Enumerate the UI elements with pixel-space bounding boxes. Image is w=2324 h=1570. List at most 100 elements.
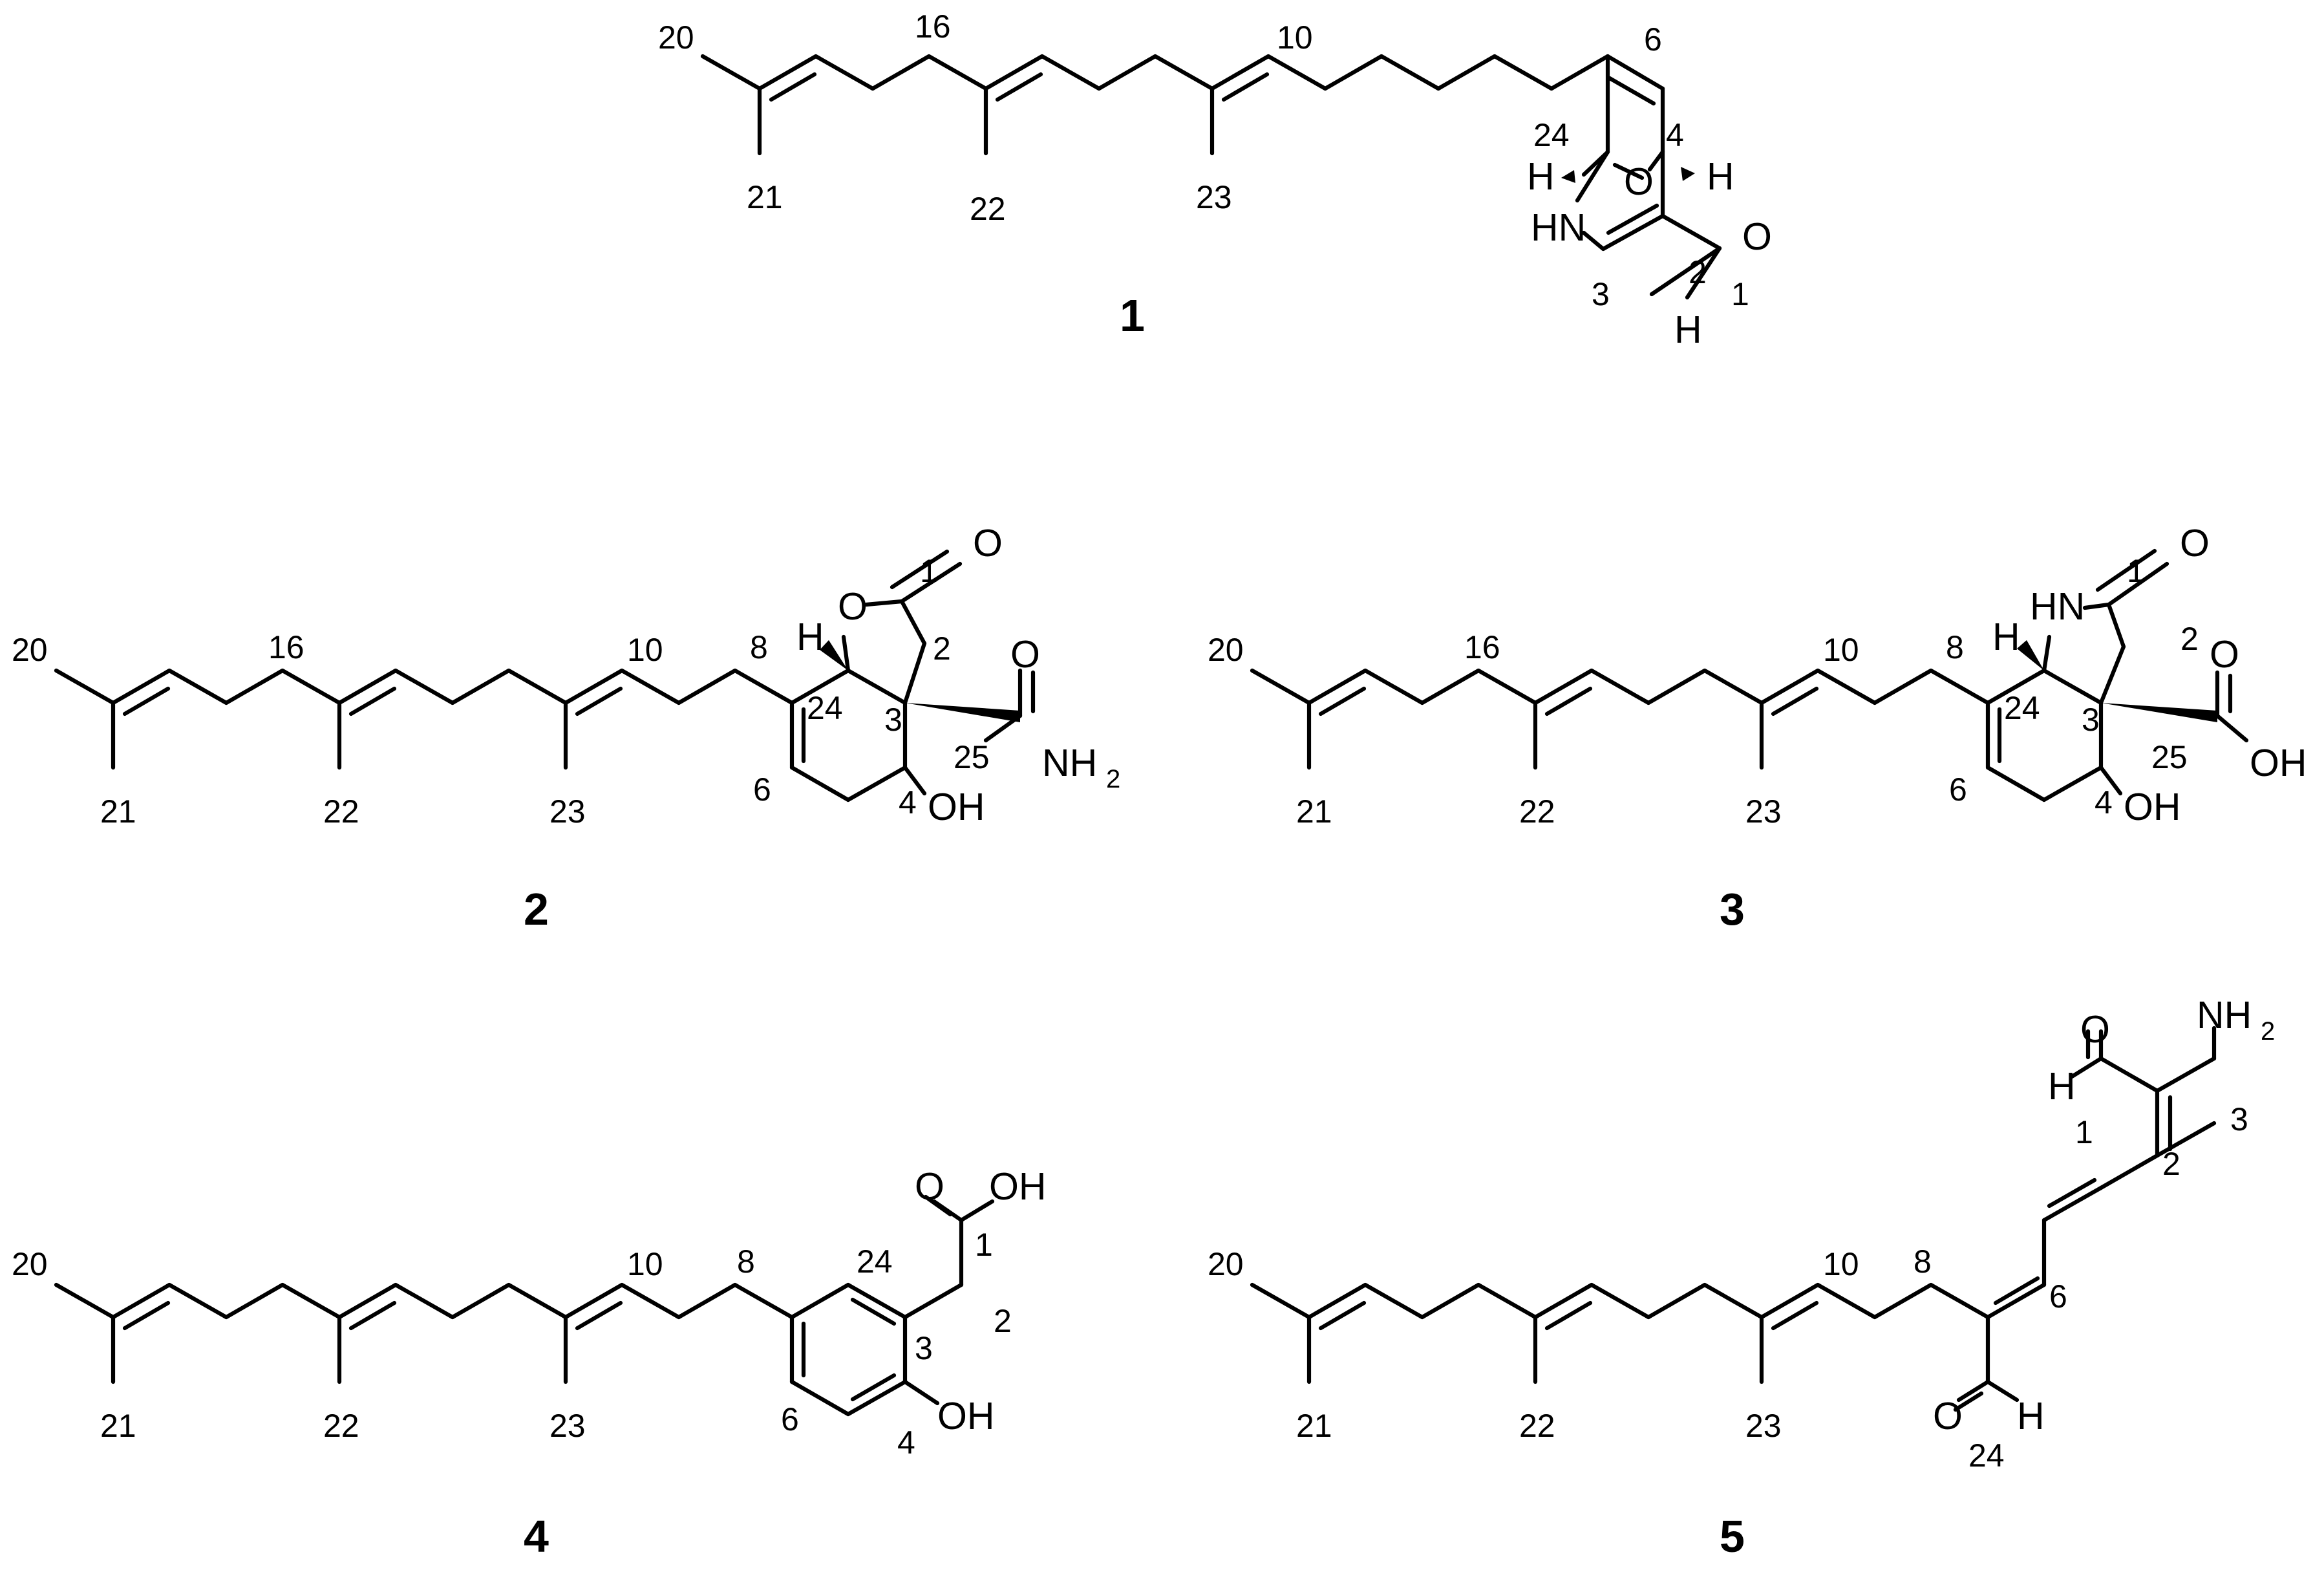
compound-1: O HN O H H H 20 21 16 22 10 23 6 24 4 3 … bbox=[658, 8, 1772, 351]
compound-2-atom-o-carbonyl: O bbox=[973, 522, 1003, 565]
compound-3-atom-h-24: H bbox=[1992, 616, 2020, 658]
compound-1-locant-20: 20 bbox=[658, 19, 694, 56]
compound-3-atom-o-carbonyl: O bbox=[2180, 522, 2210, 565]
compound-2-wedge-3 bbox=[905, 703, 1020, 722]
compound-2-atom-o-ring: O bbox=[838, 585, 868, 628]
compound-4-locant-10: 10 bbox=[627, 1246, 663, 1282]
compound-4-bonds bbox=[54, 1194, 995, 1417]
compound-3-locant-21: 21 bbox=[1296, 793, 1332, 830]
compound-5-atom-nh: NH bbox=[2197, 994, 2252, 1037]
compound-2-bonds bbox=[54, 549, 1036, 802]
compound-4-locant-22: 22 bbox=[323, 1408, 359, 1444]
compound-3-locant-22: 22 bbox=[1519, 793, 1555, 830]
compound-2-locant-2: 2 bbox=[933, 630, 951, 667]
compound-1-locant-21: 21 bbox=[747, 179, 783, 215]
compound-2-id: 2 bbox=[524, 884, 549, 934]
compound-1-wedge-24 bbox=[1561, 170, 1575, 183]
compound-3-locant-8: 8 bbox=[1946, 629, 1964, 665]
compound-3-wedge-24 bbox=[2017, 640, 2044, 671]
compound-2-locant-22: 22 bbox=[323, 793, 359, 830]
compound-5-locant-21: 21 bbox=[1296, 1408, 1332, 1444]
compound-3-locant-16: 16 bbox=[1464, 629, 1500, 665]
compound-2-locant-25: 25 bbox=[954, 739, 990, 775]
compound-5-locant-20: 20 bbox=[1208, 1246, 1244, 1282]
compound-1-locant-16: 16 bbox=[915, 8, 951, 45]
compound-4-locant-24: 24 bbox=[857, 1243, 893, 1280]
compound-1-locant-22: 22 bbox=[970, 191, 1006, 227]
compound-1-locant-3: 3 bbox=[1592, 276, 1610, 312]
compound-5-atom-h-24: H bbox=[2017, 1395, 2045, 1437]
compound-1-id: 1 bbox=[1120, 290, 1145, 341]
compound-2-wedge-24 bbox=[820, 640, 848, 671]
compound-5-locant-6: 6 bbox=[2049, 1278, 2067, 1315]
compound-2-locant-24: 24 bbox=[807, 690, 843, 726]
compound-1-locant-23: 23 bbox=[1196, 179, 1232, 215]
compound-2-locant-16: 16 bbox=[268, 629, 304, 665]
compound-3-locant-4: 4 bbox=[2095, 784, 2113, 821]
compound-4-locant-3: 3 bbox=[915, 1330, 933, 1366]
compound-2-locant-21: 21 bbox=[100, 793, 136, 830]
compound-1-atom-h-24: H bbox=[1527, 155, 1555, 198]
compound-3-locant-20: 20 bbox=[1208, 632, 1244, 668]
compound-3-atom-o-acid: O bbox=[2210, 633, 2239, 676]
compound-4-locant-23: 23 bbox=[549, 1408, 586, 1444]
compound-1-locant-1: 1 bbox=[1731, 276, 1749, 312]
compound-4-locant-21: 21 bbox=[100, 1408, 136, 1444]
compound-3-locant-24: 24 bbox=[2004, 690, 2040, 726]
compound-2-locant-20: 20 bbox=[12, 632, 48, 668]
compound-1-atom-h-4: H bbox=[1707, 155, 1734, 198]
compound-1-wedge-4 bbox=[1681, 167, 1695, 181]
compound-3-locant-23: 23 bbox=[1745, 793, 1782, 830]
compound-5-locant-3: 3 bbox=[2230, 1101, 2248, 1137]
compound-3-locant-25: 25 bbox=[2151, 739, 2188, 775]
compound-2-locant-1: 1 bbox=[920, 553, 938, 589]
compound-1-locant-6: 6 bbox=[1644, 21, 1662, 58]
compound-1-locant-4: 4 bbox=[1666, 117, 1684, 153]
compound-4: O OH OH 20 21 22 10 23 8 24 1 2 3 6 4 4 bbox=[12, 1165, 1047, 1562]
compound-1-locant-2: 2 bbox=[1689, 254, 1707, 290]
compound-2-atom-n-amide: NH bbox=[1042, 742, 1097, 784]
compound-5-locant-22: 22 bbox=[1519, 1408, 1555, 1444]
compound-3-atom-oh: OH bbox=[2124, 786, 2181, 828]
compound-5-bonds bbox=[1250, 1026, 2217, 1412]
compound-2-locant-10: 10 bbox=[627, 632, 663, 668]
compound-4-locant-20: 20 bbox=[12, 1246, 48, 1282]
compound-3-locant-10: 10 bbox=[1823, 632, 1859, 668]
compound-3-locant-2: 2 bbox=[2180, 621, 2199, 657]
compound-1-locant-24: 24 bbox=[1533, 117, 1570, 153]
compound-3-atom-oh-acid: OH bbox=[2250, 742, 2307, 784]
compound-5-locant-10: 10 bbox=[1823, 1246, 1859, 1282]
compound-4-locant-1: 1 bbox=[975, 1227, 993, 1263]
compound-4-atom-oh-acid: OH bbox=[989, 1165, 1047, 1208]
compound-3-wedge-3 bbox=[2101, 703, 2217, 722]
compound-3-locant-1: 1 bbox=[2127, 553, 2145, 589]
compound-1-atom-o-aldehyde: O bbox=[1742, 215, 1772, 258]
compound-2-atom-oh: OH bbox=[928, 786, 985, 828]
compound-2-locant-23: 23 bbox=[549, 793, 586, 830]
compound-3-bonds bbox=[1250, 548, 2249, 802]
compound-5-atom-h-1: H bbox=[2048, 1065, 2076, 1108]
compound-2-locant-6: 6 bbox=[753, 771, 771, 808]
compound-3-id: 3 bbox=[1720, 884, 1745, 934]
compound-5-atom-o-24: O bbox=[1933, 1395, 1963, 1437]
compound-4-locant-6: 6 bbox=[781, 1401, 799, 1437]
compound-5: O NH 2 H O H 20 21 22 10 23 8 1 2 3 6 24… bbox=[1208, 994, 2275, 1562]
compound-3: HN O O OH OH H 20 21 16 22 10 23 8 1 2 2… bbox=[1208, 522, 2307, 934]
compound-5-atom-o-1: O bbox=[2080, 1008, 2110, 1051]
compound-2-locant-4: 4 bbox=[899, 784, 917, 821]
compound-2-locant-3: 3 bbox=[884, 702, 902, 738]
compound-5-locant-8: 8 bbox=[1914, 1243, 1932, 1280]
compound-5-locant-23: 23 bbox=[1745, 1408, 1782, 1444]
compound-4-locant-4: 4 bbox=[897, 1425, 915, 1461]
compound-4-atom-o-carbonyl: O bbox=[915, 1165, 944, 1208]
compound-1-atom-h-1: H bbox=[1674, 308, 1702, 351]
compound-3-atom-nh-ring: HN bbox=[2030, 585, 2085, 628]
compound-2-atom-h-24: H bbox=[796, 616, 824, 658]
compound-3-locant-6: 6 bbox=[1949, 771, 1967, 808]
compound-5-locant-24: 24 bbox=[1968, 1437, 2005, 1474]
compound-4-locant-2: 2 bbox=[994, 1303, 1012, 1339]
compound-1-bonds bbox=[700, 54, 1722, 300]
compound-2-atom-n-subscript: 2 bbox=[1106, 765, 1120, 793]
compound-5-id: 5 bbox=[1720, 1511, 1745, 1562]
